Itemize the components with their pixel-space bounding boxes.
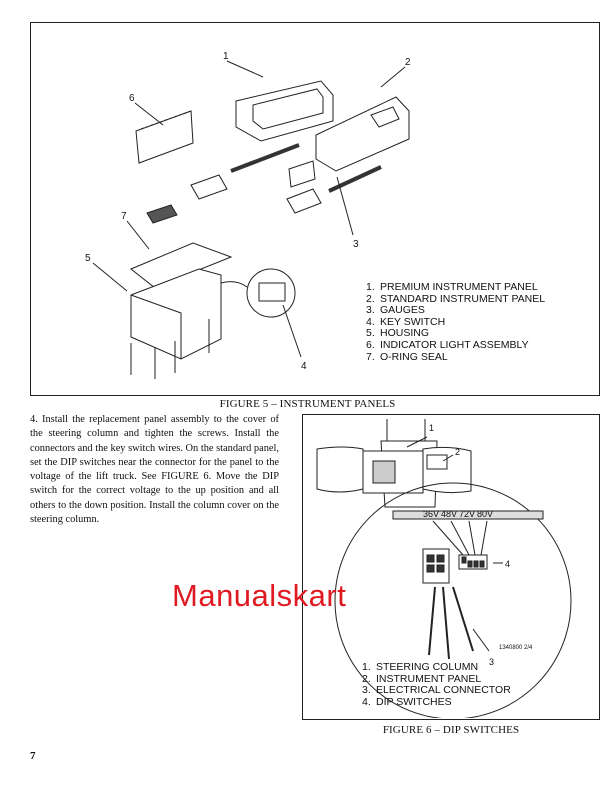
fig5-callout-2: 2 [405,57,411,68]
figure-5: 1 2 3 4 5 6 7 [30,22,600,396]
figure-5-drawing: 1 2 3 4 5 6 7 [85,51,411,379]
legend-item: 5.HOUSING [366,327,430,340]
figure-6-drawing: 1 2 3 4 36V 48V 72V 80V 1340800 2/4 [316,419,572,718]
fig6-voltage-80v: 80V [477,509,493,519]
figure-6-legend: 1.STEERING COLUMN 2.INSTRUMENT PANEL 3.E… [362,661,532,708]
fig6-part-code: 1340800 2/4 [499,645,533,651]
fig6-callout-4: 4 [505,559,510,569]
fig6-voltage-36v: 36V [423,509,439,519]
legend-item: 4.DIP SWITCHES [362,695,452,708]
page-number: 7 [30,750,36,762]
fig6-voltage-72v: 72V [459,509,475,519]
gauge-block-shape [288,160,316,188]
legend-item: 1.STEERING COLUMN [362,661,479,673]
fig5-callout-3: 3 [353,239,359,250]
key-switch-shape [246,268,296,318]
fig6-panel-right [422,446,472,494]
legend-item: 3.ELECTRICAL CONNECTOR [362,684,511,697]
legend-item: 7.O-RING SEAL [366,350,448,363]
fig6-voltage-48v: 48V [441,509,457,519]
figure-6: 1 2 3 4 36V 48V 72V 80V 1340800 2/4 [302,414,600,720]
housing-shape [130,268,222,360]
legend-item: 3.GAUGES [366,304,425,317]
fig6-panel-left [316,446,364,493]
watermark: Manualskart [172,578,347,613]
figure-5-caption: FIGURE 5 – INSTRUMENT PANELS [219,398,396,410]
standard-panel-shape [315,96,410,172]
legend-item: 2.INSTRUMENT PANEL [362,672,482,685]
fig6-callout-3: 3 [489,657,494,667]
legend-item: 4.KEY SWITCH [366,315,446,328]
legend-item: 1.PREMIUM INSTRUMENT PANEL [366,281,538,293]
legend-item: 2.STANDARD INSTRUMENT PANEL [366,292,546,305]
premium-panel-shape [235,80,334,142]
fig6-callout-1: 1 [429,423,434,433]
fig5-callout-1: 1 [223,51,229,62]
fig5-callout-6: 6 [129,93,135,104]
figure-6-caption: FIGURE 6 – DIP SWITCHES [382,724,520,736]
fig5-callout-4: 4 [301,361,307,372]
indicator-light-shape [135,110,194,164]
step-4-paragraph: 4. Install the replacement panel assembl… [30,414,280,526]
legend-item: 6.INDICATOR LIGHT ASSEMBLY [366,338,529,351]
figure-5-legend: 1.PREMIUM INSTRUMENT PANEL 2.STANDARD IN… [366,281,566,363]
fig5-callout-7: 7 [121,211,127,222]
fig6-callout-2: 2 [455,447,460,457]
fig5-callout-5: 5 [85,253,91,264]
